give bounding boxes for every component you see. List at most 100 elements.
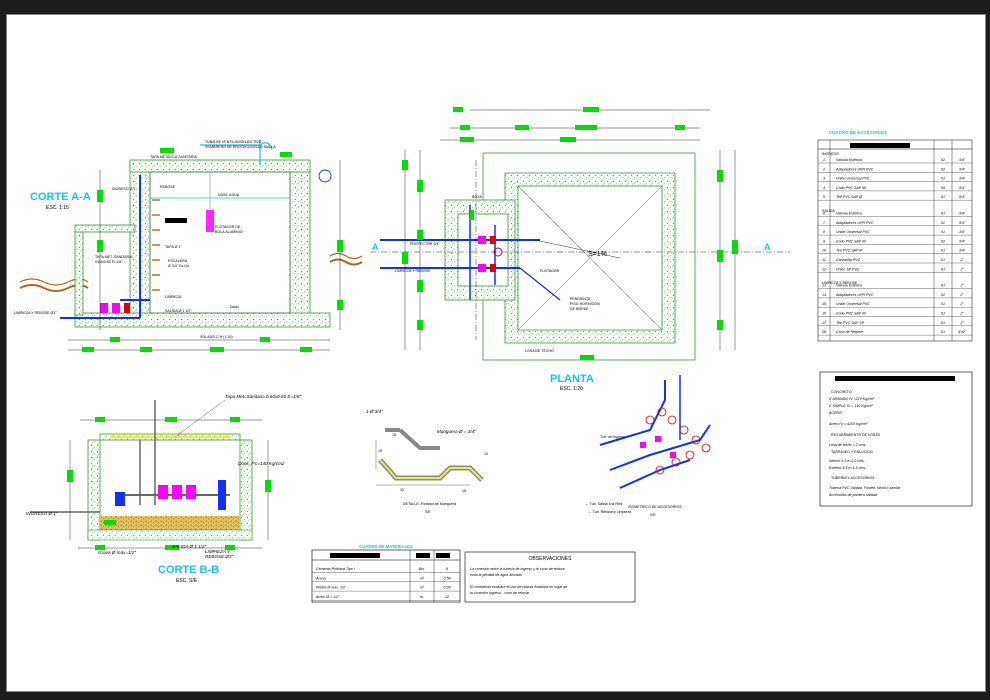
accessory-description: Canastilla PVC bbox=[836, 258, 861, 262]
accessory-diameter: 2" bbox=[959, 312, 964, 316]
svg-text:PENDIENTE: PENDIENTE bbox=[570, 297, 591, 301]
accessory-diameter: 3/4" bbox=[959, 195, 966, 199]
corte-bb-section bbox=[30, 399, 271, 550]
corte-bb-scale: ESC. S/E bbox=[176, 578, 198, 584]
accessory-description: Adaptadores UPR PVC bbox=[835, 221, 874, 225]
corte-bb-ingreso: INGRESO Ø 1" bbox=[26, 511, 58, 516]
accessory-number: 11 bbox=[822, 258, 826, 262]
accessory-description: Tee PVC SAP Ø bbox=[836, 249, 862, 253]
accessory-number: 8 bbox=[823, 230, 825, 234]
svg-text:LIMPIEZA Y REBOSE: LIMPIEZA Y REBOSE bbox=[822, 281, 858, 285]
observation-line: El contratista evaluará el uso de válvul… bbox=[470, 585, 567, 589]
accessory-diameter: 3/4" bbox=[959, 212, 966, 216]
accessory-diameter: 3/4" bbox=[959, 230, 966, 234]
accessory-description: Válvula Esférica bbox=[836, 158, 862, 162]
svg-text:CONCRETO: CONCRETO bbox=[831, 390, 852, 394]
accessory-number: 4 bbox=[823, 186, 825, 190]
accessory-diameter: 3/4" bbox=[959, 239, 966, 243]
svg-text:BOYA: BOYA bbox=[472, 195, 482, 199]
material-unit: m. bbox=[420, 595, 424, 599]
specification-item: Interior 1:1 e=2.0 cms. bbox=[829, 459, 865, 463]
accessory-number: 17 bbox=[822, 321, 827, 325]
material-unit: Bls. bbox=[419, 567, 425, 571]
specification-item: C ARMADO f'c =210 Kg/cm² bbox=[829, 397, 875, 401]
material-quantity: 12 bbox=[445, 595, 449, 599]
corte-bb-grava: Grava Ø máx=1/2" bbox=[98, 550, 136, 555]
svg-text:TUBO DE VENTILACION Ø3" PVC: TUBO DE VENTILACION Ø3" PVC bbox=[205, 140, 262, 144]
accessory-number: 12 bbox=[822, 267, 826, 271]
svg-text:S/E: S/E bbox=[650, 513, 656, 517]
svg-text:ISOMETRICO DE ACCESORIOS: ISOMETRICO DE ACCESORIOS bbox=[628, 505, 682, 509]
accessory-quantity: 01 bbox=[941, 230, 945, 234]
corte-bb-salida: SALIDA Ø 1 1/2" bbox=[172, 544, 207, 549]
accessory-number: 18 bbox=[822, 330, 826, 334]
svg-text:PISO HORMIGON: PISO HORMIGON bbox=[570, 302, 600, 306]
accessory-number: 9 bbox=[823, 239, 825, 243]
accessory-description: Unión SP PVC bbox=[836, 267, 860, 271]
accessory-diameter: 2" bbox=[959, 302, 964, 306]
svg-text:CUADRO DE ACCESORIOS: CUADRO DE ACCESORIOS bbox=[829, 130, 888, 135]
accessory-quantity: 02 bbox=[941, 293, 945, 297]
material-description: Piedra Ø máx. 1/2" bbox=[316, 586, 347, 590]
svg-text:← Tub. Salida a la Red: ← Tub. Salida a la Red bbox=[585, 502, 622, 506]
svg-text:CUADRO DE MATERIALES: CUADRO DE MATERIALES bbox=[359, 544, 413, 549]
planta-section-a-left: A bbox=[372, 242, 379, 252]
accessory-quantity: 01 bbox=[941, 321, 945, 325]
accessory-quantity: 01 bbox=[941, 249, 945, 253]
planta-title: PLANTA bbox=[550, 373, 594, 385]
svg-text:TARRAJEO Y ENLUCIDO: TARRAJEO Y ENLUCIDO bbox=[831, 450, 873, 454]
material-unit: m³ bbox=[420, 586, 425, 590]
accessory-quantity: 02 bbox=[941, 221, 945, 225]
specification-item: Losa de techo = 2 cms. bbox=[829, 443, 866, 447]
corte-bb-title: CORTE B-B bbox=[158, 564, 219, 576]
corte-aa-scale: ESC. 1:15 bbox=[46, 205, 69, 211]
specification-item: Tubería PVC Unidad, Fordell, Nicoll o si… bbox=[829, 486, 901, 490]
specification-item: Accesorios de primera calidad bbox=[828, 493, 878, 497]
svg-text:LOSA DE TECHO: LOSA DE TECHO bbox=[525, 349, 554, 353]
accessory-quantity: 06 bbox=[941, 186, 945, 190]
accessory-description: Válvula Esférica bbox=[836, 284, 862, 288]
svg-text:INGRESO Ø 1": INGRESO Ø 1" bbox=[112, 187, 137, 191]
svg-text:SOLADO C:H (1:10): SOLADO C:H (1:10) bbox=[200, 335, 233, 339]
accessory-quantity: 01 bbox=[941, 330, 945, 334]
accessory-quantity: 02 bbox=[941, 158, 945, 162]
accessory-description: Cono de Rebose bbox=[836, 330, 863, 334]
accessory-number: 15 bbox=[822, 302, 826, 306]
svg-text:ESCALERA: ESCALERA bbox=[168, 259, 188, 263]
accessory-number: 10 bbox=[822, 249, 826, 253]
accessory-description: Unión Universal PVC bbox=[836, 230, 870, 234]
specifications-box: CONCRETO RECUBRIMIENTO DE LOSAS TARRAJEO… bbox=[819, 371, 973, 507]
accessory-description: Tee PVC SAP Ø bbox=[836, 195, 862, 199]
accessory-description: Unión Universal PVC bbox=[836, 177, 870, 181]
accessory-diameter: 2" bbox=[959, 321, 964, 325]
accessory-quantity: 01 bbox=[941, 267, 945, 271]
svg-text:LIMPIEZA Y REBOSE Ø3": LIMPIEZA Y REBOSE Ø3" bbox=[14, 311, 57, 315]
svg-text:INGRESO: INGRESO bbox=[822, 152, 839, 156]
material-quantity: 0.50 bbox=[444, 576, 451, 580]
specification-item: ACERO bbox=[828, 411, 842, 415]
accessory-number: 7 bbox=[823, 221, 826, 225]
accessory-description: Codo PVC SAP 90 bbox=[836, 186, 866, 190]
svg-text:FLOTADOR: FLOTADOR bbox=[540, 269, 560, 273]
accessory-diameter: 3/4" bbox=[959, 167, 966, 171]
svg-text:BOLA ALUMINIO: BOLA ALUMINIO bbox=[215, 230, 243, 234]
detalle-hose: Manguera Ø = 3/4" bbox=[437, 429, 476, 434]
accessory-diameter: 3/4" bbox=[959, 158, 966, 162]
svg-text:SALIDA: SALIDA bbox=[822, 209, 835, 213]
accessory-quantity: 01 bbox=[941, 284, 945, 288]
svg-text:0.60x0.60 E=1/8": 0.60x0.60 E=1/8" bbox=[95, 260, 123, 264]
accessories-table: CUADRO DE ACCESORIOS INGRESO SALIDA LIMP… bbox=[817, 130, 973, 342]
accessory-quantity: 02 bbox=[941, 239, 945, 243]
planta-section-a-right: A bbox=[764, 242, 771, 252]
accessory-number: 6 bbox=[823, 212, 825, 216]
svg-text:TAPA MET. SANITARIA: TAPA MET. SANITARIA bbox=[95, 255, 133, 259]
observation-line: la conexión ingreso - cono de rebose bbox=[470, 591, 529, 595]
materials-table: CUADRO DE MATERIALES Cemento Portland Ti… bbox=[311, 544, 461, 603]
accessory-diameter: 2" bbox=[959, 267, 964, 271]
accessory-diameter: 3/4" bbox=[959, 249, 966, 253]
material-quantity: 0.20 bbox=[444, 586, 451, 590]
svg-text:OBSERVACIONES: OBSERVACIONES bbox=[529, 556, 573, 562]
svg-text:LIMPIEZA: LIMPIEZA bbox=[165, 295, 182, 299]
observations-box: OBSERVACIONES La conexión entre la tuber… bbox=[464, 551, 636, 603]
accessory-description: Tee PVC SAP SP bbox=[836, 321, 865, 325]
